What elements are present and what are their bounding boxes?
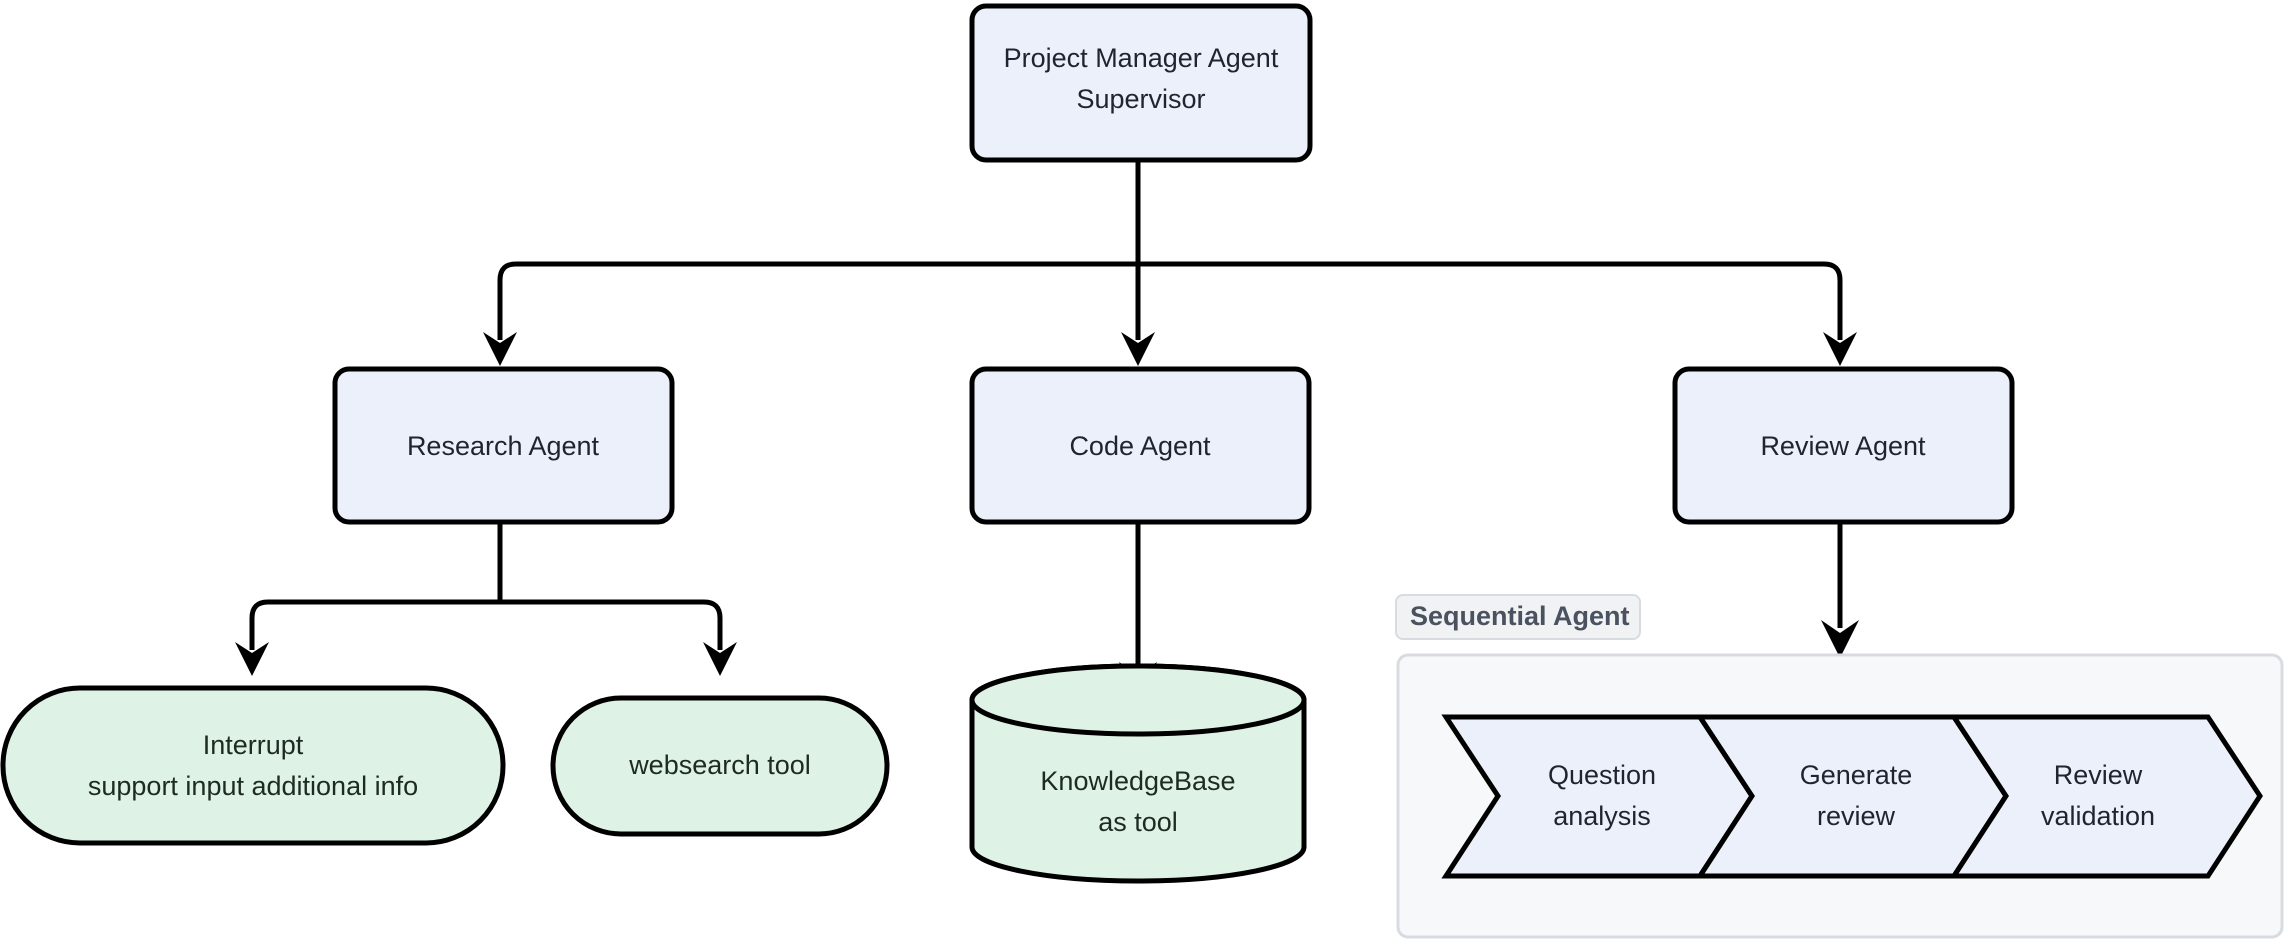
node-supervisor[interactable]: Project Manager Agent Supervisor	[969, 3, 1313, 163]
node-research-agent[interactable]: Research Agent	[332, 366, 675, 525]
generate-review-label-line2: review	[1817, 801, 1896, 831]
research-agent-label: Research Agent	[407, 431, 600, 461]
node-interrupt[interactable]: Interrupt support input additional info	[0, 685, 506, 846]
interrupt-shape	[0, 685, 506, 846]
arrowhead-review-top	[1823, 332, 1857, 366]
review-agent-label: Review Agent	[1760, 431, 1926, 461]
edge-research-to-websearch	[500, 599, 723, 650]
node-code-agent[interactable]: Code Agent	[969, 366, 1312, 525]
arrowhead-code-top	[1121, 332, 1155, 366]
arrowhead-sequential-top	[1821, 620, 1859, 658]
supervisor-label-line2: Supervisor	[1076, 84, 1205, 114]
code-agent-box	[969, 366, 1312, 525]
knowledgebase-label-line1: KnowledgeBase	[1040, 766, 1235, 796]
edge-supervisor-to-research	[497, 261, 1138, 340]
supervisor-label-line1: Project Manager Agent	[1004, 43, 1279, 73]
generate-review-label-line1: Generate	[1800, 760, 1913, 790]
review-agent-box	[1672, 366, 2015, 525]
node-knowledgebase[interactable]: KnowledgeBase as tool	[969, 663, 1307, 884]
review-validation-label-line1: Review	[2054, 760, 2143, 790]
arrowhead-interrupt-top	[235, 642, 269, 676]
node-websearch-tool[interactable]: websearch tool	[550, 695, 890, 837]
cluster-label-text: Sequential Agent	[1410, 601, 1630, 631]
knowledgebase-top-ellipse	[969, 663, 1307, 737]
question-analysis-label-line1: Question	[1548, 760, 1656, 790]
supervisor-box	[969, 3, 1313, 163]
code-agent-label: Code Agent	[1069, 431, 1211, 461]
arrowhead-research-top	[483, 332, 517, 366]
review-validation-label-line2: validation	[2041, 801, 2155, 831]
interrupt-label-line2: support input additional info	[88, 771, 418, 801]
question-analysis-label-line2: analysis	[1553, 801, 1651, 831]
cluster-label-background	[1395, 594, 1641, 640]
step-question-analysis[interactable]: Question analysis	[1441, 714, 1755, 879]
step-review-validation[interactable]: Review validation	[1949, 714, 2263, 879]
research-agent-box	[332, 366, 675, 525]
knowledgebase-label-line2: as tool	[1098, 807, 1178, 837]
arrowhead-websearch-top	[703, 642, 737, 676]
interrupt-label-line1: Interrupt	[203, 730, 304, 760]
node-review-agent[interactable]: Review Agent	[1672, 366, 2015, 525]
websearch-tool-shape	[550, 695, 890, 837]
edge-supervisor-to-review	[1138, 261, 1843, 340]
review-validation-chevron	[1949, 714, 2263, 879]
websearch-tool-label: websearch tool	[628, 750, 811, 780]
edge-research-to-interrupt	[249, 599, 500, 650]
